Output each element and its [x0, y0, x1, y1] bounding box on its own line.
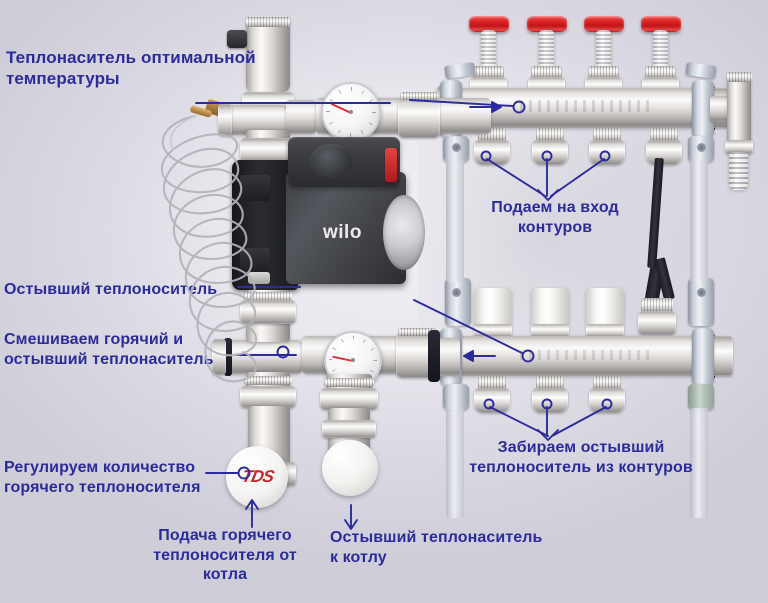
return-mix-pipe — [228, 340, 302, 374]
shutoff-ball-handle[interactable] — [322, 440, 378, 496]
tds-logo-text: TDS — [239, 467, 275, 486]
tds-handle[interactable]: TDS — [226, 446, 288, 508]
label-regulate-hot-amount: Регулируем количество горячего теплоноси… — [4, 459, 201, 496]
pressure-gauge-top — [321, 82, 381, 142]
pump-speed-switch[interactable] — [385, 148, 397, 182]
label-optimal-temperature: Теплонаситель оптимальной температуры — [6, 48, 256, 88]
pump-brand-label: wilo — [323, 222, 362, 243]
actuator-cap-3 — [586, 288, 624, 326]
label-supply-to-circuits: Подаем на вход контуров — [491, 199, 619, 236]
label-hot-supply-from-boiler: Подача горячего теплоносителя от котла — [153, 527, 297, 584]
label-mixing-hot-and-cooled: Смешиваем горячий и остывший теплонасите… — [4, 331, 214, 368]
label-cooled-coolant: Остывший теплоноситель — [4, 281, 218, 298]
actuator-cap-1 — [474, 288, 512, 326]
label-cooled-to-boiler: Остывший теплонаситель к котлу — [330, 529, 543, 566]
actuator-cap-2 — [531, 288, 569, 326]
label-return-from-circuits: Забираем остывший теплоноситель из конту… — [469, 439, 693, 476]
